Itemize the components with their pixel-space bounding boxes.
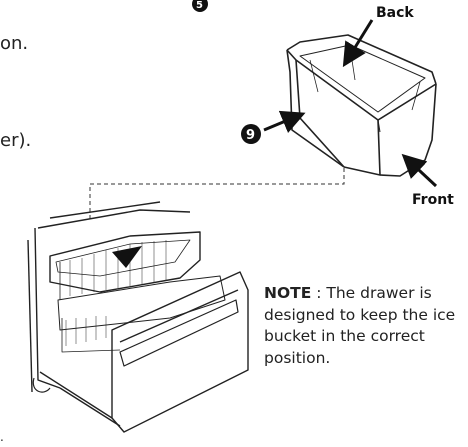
ice-bucket-drawing — [286, 34, 437, 177]
note-text-block: NOTE : The drawer is designed to keep th… — [264, 283, 464, 369]
back-arrow-icon — [342, 19, 374, 68]
front-arrow-icon — [401, 153, 438, 188]
text-fragment-3: . — [0, 430, 4, 444]
freezer-drawer-drawing — [27, 201, 249, 433]
dashed-connector — [89, 168, 345, 222]
note-body: The drawer is designed to keep the ice b… — [264, 284, 456, 367]
part-number-badge: 9 — [241, 124, 261, 144]
text-fragment-2: er). — [0, 130, 32, 151]
svg-text:5: 5 — [196, 0, 203, 11]
back-label: Back — [376, 5, 414, 21]
part-arrow-icon — [263, 110, 306, 133]
note-separator: : — [311, 284, 327, 302]
front-label: Front — [412, 192, 454, 208]
note-label: NOTE — [264, 284, 312, 302]
svg-text:9: 9 — [246, 128, 255, 143]
top-marker-icon: 5 — [192, 0, 208, 12]
text-fragment-1: on. — [0, 33, 29, 54]
